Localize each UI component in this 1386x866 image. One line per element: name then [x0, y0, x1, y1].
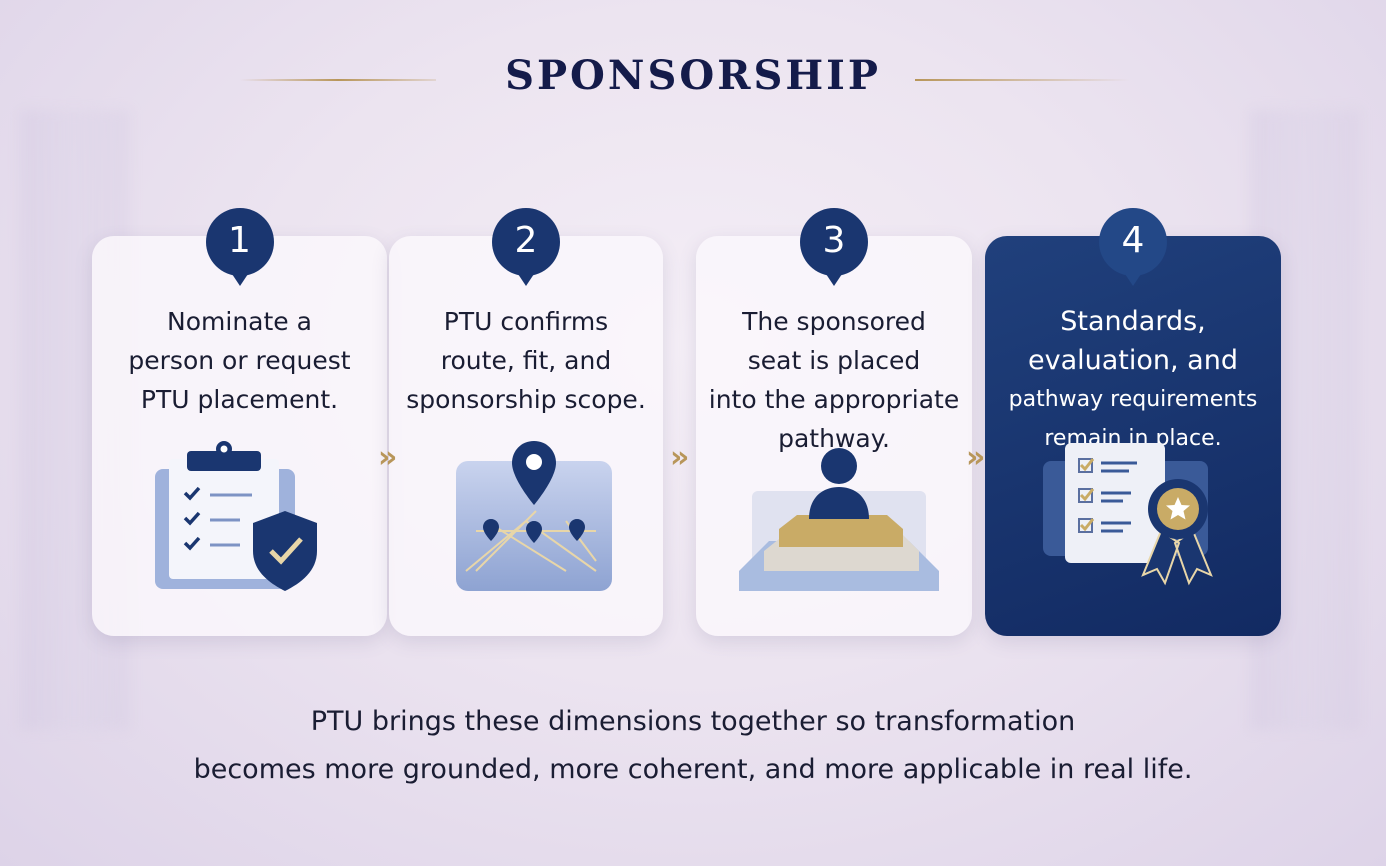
text-line: Nominate a [167, 307, 312, 336]
step-description: PTU confirms route, fit, and sponsorship… [389, 302, 663, 419]
step-description: Nominate a person or request PTU placeme… [92, 302, 387, 419]
step-card-3: 3 The sponsored seat is placed into the … [696, 208, 972, 636]
person-on-podium-icon [739, 448, 939, 591]
step-card-1: 1 Nominate a person or request PTU place… [92, 208, 387, 636]
page-title: SPONSORSHIP [505, 52, 881, 99]
checklist-award-icon [1043, 443, 1213, 586]
text-line: route, fit, and [440, 346, 612, 375]
text-line: pathway requirements [1008, 387, 1258, 412]
step-number-badge: 4 [1099, 208, 1167, 286]
step-description: The sponsored seat is placed into the ap… [696, 302, 972, 458]
text-line: PTU confirms [443, 307, 609, 336]
text-line: evaluation, and [1028, 345, 1238, 376]
text-line: person or request [128, 346, 351, 375]
step-card-4: 4 Standards, evaluation, and pathway req… [985, 208, 1281, 636]
text-line: PTU placement. [140, 385, 339, 414]
footer-line-1: PTU brings these dimensions together so … [310, 706, 1076, 737]
step-arrow-icon: » [670, 440, 690, 475]
text-line: The sponsored [742, 307, 926, 336]
step-description: Standards, evaluation, and pathway requi… [985, 302, 1281, 458]
text-line: sponsorship scope. [406, 385, 646, 414]
text-line: into the appropriate [708, 385, 960, 414]
clipboard-shield-icon [154, 441, 317, 591]
text-line: seat is placed [747, 346, 921, 375]
step-arrow-icon: » [966, 440, 986, 475]
step-arrow-icon: » [378, 440, 398, 475]
title-divider-left [240, 79, 436, 81]
text-line: pathway. [778, 424, 890, 453]
step-card-2: 2 PTU confirms route, fit, and sponsorsh… [389, 208, 663, 636]
text-line: Standards, [1060, 306, 1206, 337]
footer-line-2: becomes more grounded, more coherent, an… [193, 754, 1193, 785]
step-number-badge: 2 [492, 208, 560, 286]
map-pin-network-icon [456, 441, 612, 591]
step-number-badge: 1 [205, 208, 274, 286]
title-divider-right [915, 79, 1130, 81]
step-number-badge: 3 [800, 208, 868, 286]
